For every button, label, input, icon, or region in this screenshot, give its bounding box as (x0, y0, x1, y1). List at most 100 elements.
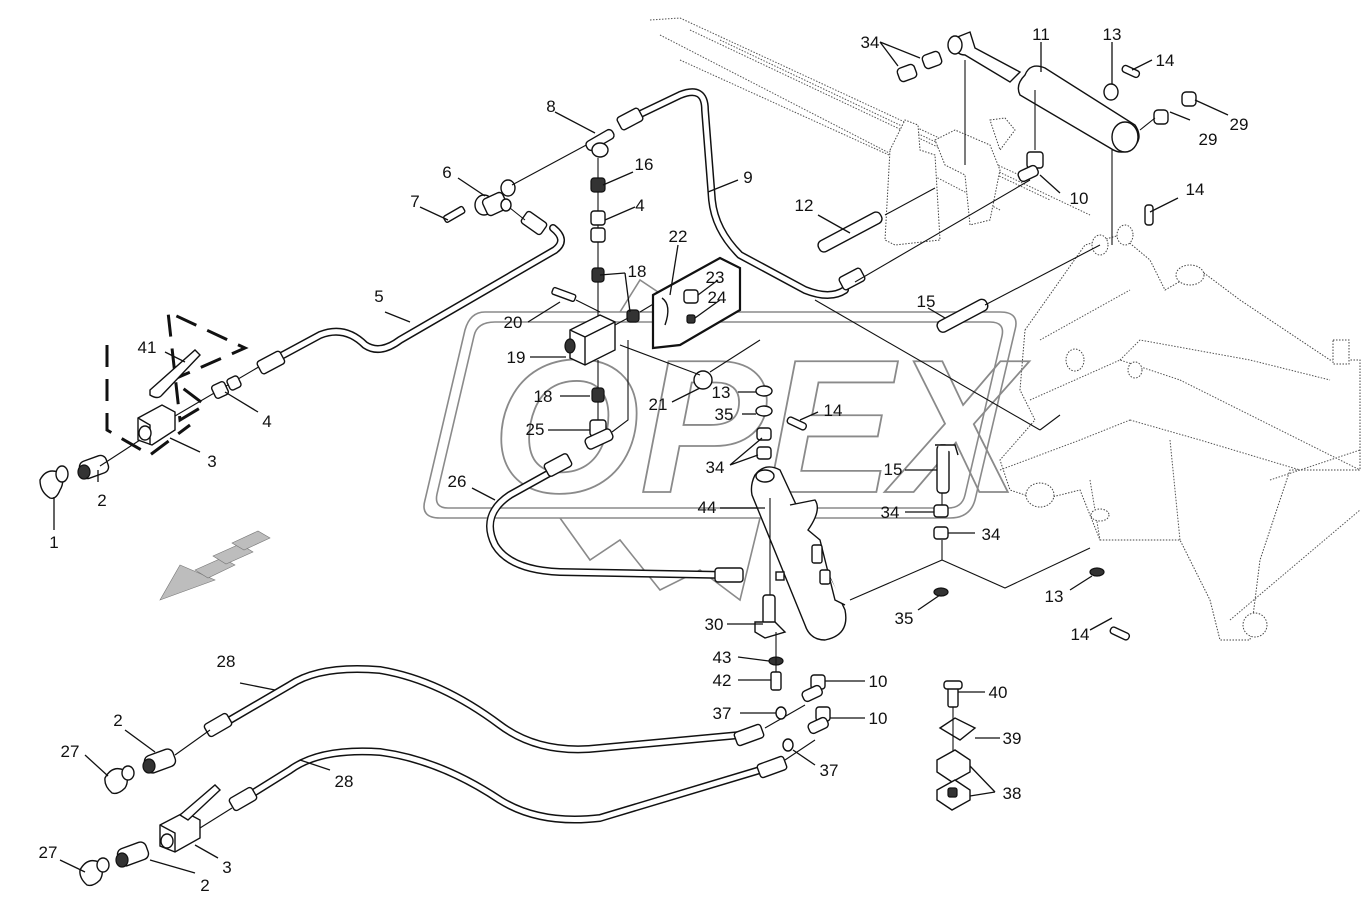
bushing-34-center-a (756, 427, 772, 441)
callout-18-lower: 18 (534, 387, 553, 406)
callout-13-top: 13 (1103, 25, 1122, 44)
callout-34-right-a: 34 (881, 503, 900, 522)
callout-37-a: 37 (713, 704, 732, 723)
leader-lines (53, 41, 1229, 874)
right-pins (814, 179, 1154, 641)
callout-13-right: 13 (1045, 587, 1064, 606)
callout-11: 11 (1032, 25, 1050, 44)
callout-8: 8 (546, 97, 555, 116)
bushing-29-b (1181, 91, 1197, 107)
callout-29-b: 29 (1230, 115, 1249, 134)
callout-23: 23 (706, 268, 725, 287)
callout-28-lower: 28 (335, 772, 354, 791)
callout-16: 16 (635, 155, 654, 174)
clamp-half-38-upper (936, 749, 971, 783)
callout-29-a: 29 (1199, 130, 1218, 149)
left-upper-assembly (39, 210, 565, 500)
screw-20 (551, 286, 577, 302)
o-ring-13-center (755, 385, 773, 397)
callout-40: 40 (989, 683, 1008, 702)
callout-4: 4 (262, 412, 271, 431)
pin-15-horizontal (936, 298, 989, 333)
bushing-34-right-a (933, 504, 949, 518)
callout-24: 24 (708, 288, 727, 307)
hydraulic-line-9 (628, 88, 849, 299)
callout-41: 41 (138, 338, 157, 357)
machine-frame (649, 17, 1361, 641)
callout-14-right: 14 (1186, 180, 1205, 199)
callout-34-right-b: 34 (982, 525, 1001, 544)
pin-12 (817, 211, 883, 253)
callout-30: 30 (705, 615, 724, 634)
hose-clamp-assembly (936, 680, 977, 811)
callout-26: 26 (448, 472, 467, 491)
bushing-34-top-b (921, 50, 943, 70)
valve-lever-3-lower (178, 784, 222, 821)
callout-7: 7 (410, 192, 419, 211)
pin-14-center (786, 416, 808, 431)
nut-23 (683, 289, 699, 304)
washer-37-a (775, 706, 787, 720)
nut-24 (686, 314, 696, 324)
callout-38: 38 (1003, 784, 1022, 803)
callout-21: 21 (649, 395, 668, 414)
nipple-4 (210, 380, 230, 400)
plug-21 (693, 370, 713, 390)
pin-14-lower-right (1109, 626, 1131, 641)
callout-1: 1 (49, 533, 58, 552)
callout-35-center: 35 (715, 405, 734, 424)
washer-37-b (782, 738, 794, 752)
bushing-29-a (1153, 109, 1169, 125)
bushing-34-center-b (756, 446, 772, 460)
callout-10-top: 10 (1070, 189, 1089, 208)
bolt-42 (770, 671, 782, 691)
callout-25: 25 (526, 420, 545, 439)
callout-10-b: 10 (869, 709, 888, 728)
bushing-34-top-a (896, 63, 918, 83)
callout-14-top: 14 (1156, 51, 1175, 70)
callout-19: 19 (507, 348, 526, 367)
callout-3-lower: 3 (222, 858, 231, 877)
callout-39: 39 (1003, 729, 1022, 748)
callout-34-center: 34 (706, 458, 725, 477)
callout-15-lower: 15 (884, 460, 903, 479)
callout-44: 44 (698, 498, 717, 517)
callout-22: 22 (669, 227, 688, 246)
fitting-16 (590, 177, 606, 193)
hydraulic-cylinder-44 (750, 466, 847, 641)
nipple-4-upper (590, 210, 606, 226)
lower-hose-assembly (79, 665, 831, 887)
valve-lever-41 (149, 349, 201, 399)
upper-cylinder-assembly (896, 31, 1197, 245)
callout-12: 12 (795, 196, 814, 215)
callout-18-upper: 18 (628, 262, 647, 281)
central-distributor (443, 88, 866, 583)
callout-15-upper: 15 (917, 292, 936, 311)
o-ring-13-right (1089, 567, 1105, 577)
callout-4-center: 4 (635, 196, 644, 215)
screw-7 (443, 205, 466, 223)
callout-13-center: 13 (712, 383, 731, 402)
callout-34-top: 34 (861, 33, 880, 52)
callout-42: 42 (713, 671, 732, 690)
callout-27-lower: 27 (39, 843, 58, 862)
callout-2: 2 (97, 491, 106, 510)
callout-5: 5 (374, 287, 383, 306)
callout-6: 6 (442, 163, 451, 182)
pin-14-top (1121, 64, 1141, 79)
callout-9: 9 (743, 168, 752, 187)
callout-3: 3 (207, 452, 216, 471)
cylinder-assembly (750, 385, 847, 691)
clamp-plate-39 (938, 717, 977, 741)
pin-30 (762, 594, 776, 626)
kit-boundary-41 (105, 309, 249, 457)
o-ring-13-top (1103, 83, 1119, 101)
callout-14-lower-right: 14 (1071, 625, 1090, 644)
callout-14-center: 14 (824, 401, 843, 420)
callout-2-upper: 2 (113, 711, 122, 730)
hydraulic-line-28-lower (246, 747, 764, 824)
travel-direction-arrow (159, 530, 271, 601)
callout-2-lower: 2 (200, 876, 209, 895)
callout-43: 43 (713, 648, 732, 667)
